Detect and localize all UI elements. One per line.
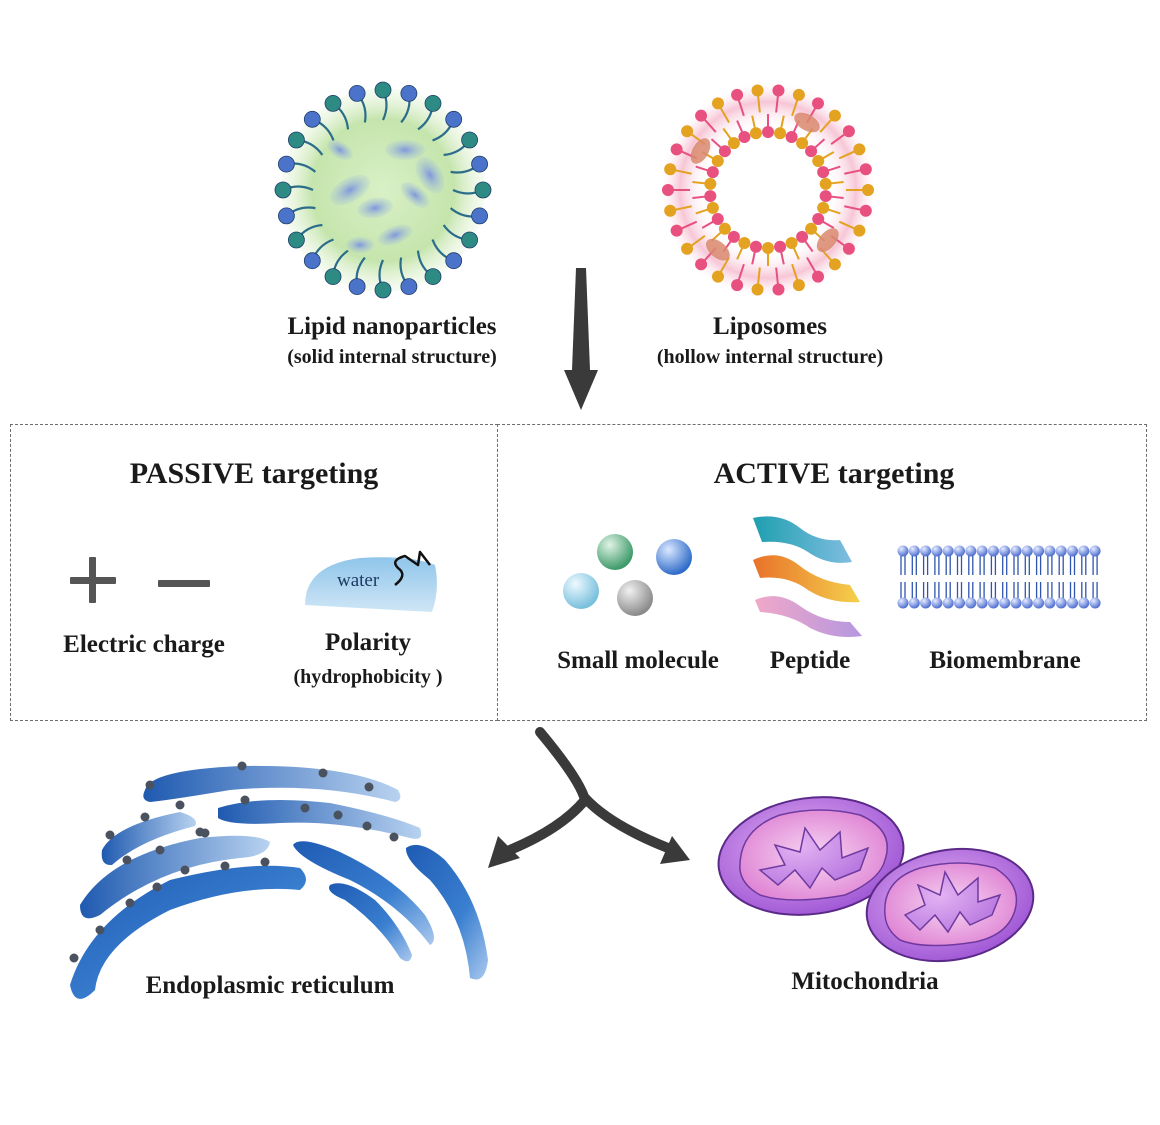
endoplasmic-reticulum-icon [69, 761, 488, 999]
down-arrow-icon [564, 268, 598, 410]
liposome-icon [658, 80, 878, 300]
peptide-ribbon-icon [753, 516, 862, 637]
active-heading: ACTIVE targeting [713, 457, 955, 490]
lnp-title: Lipid nanoparticles [287, 313, 497, 340]
mitochondrion-icon-small [865, 847, 1035, 963]
polarity-label: Polarity [324, 629, 412, 656]
liposome-title: Liposomes [713, 313, 827, 340]
water-text: water [337, 570, 380, 591]
er-label: Endoplasmic reticulum [145, 972, 395, 999]
liposome-subtitle: (hollow internal structure) [656, 346, 884, 368]
mitochondrion-icon-large [717, 796, 905, 916]
split-arrow-icon [488, 727, 690, 868]
passive-heading: PASSIVE targeting [129, 457, 379, 490]
mitochondria-label: Mitochondria [791, 968, 939, 995]
peptide-label: Peptide [769, 647, 851, 674]
bilayer-icon [897, 545, 1101, 609]
electric-charge-label: Electric charge [63, 631, 225, 658]
minus-icon [158, 580, 210, 587]
water-droplet-icon [305, 550, 437, 612]
plus-icon [70, 557, 116, 603]
active-targeting-box [497, 424, 1147, 721]
polarity-sublabel: (hydrophobicity ) [293, 666, 443, 688]
lipid-nanoparticle-icon [274, 81, 492, 299]
biomembrane-label: Biomembrane [929, 647, 1081, 674]
small-molecule-icon [563, 534, 692, 616]
lnp-subtitle: (solid internal structure) [287, 346, 497, 368]
small-molecule-label: Small molecule [557, 647, 719, 674]
